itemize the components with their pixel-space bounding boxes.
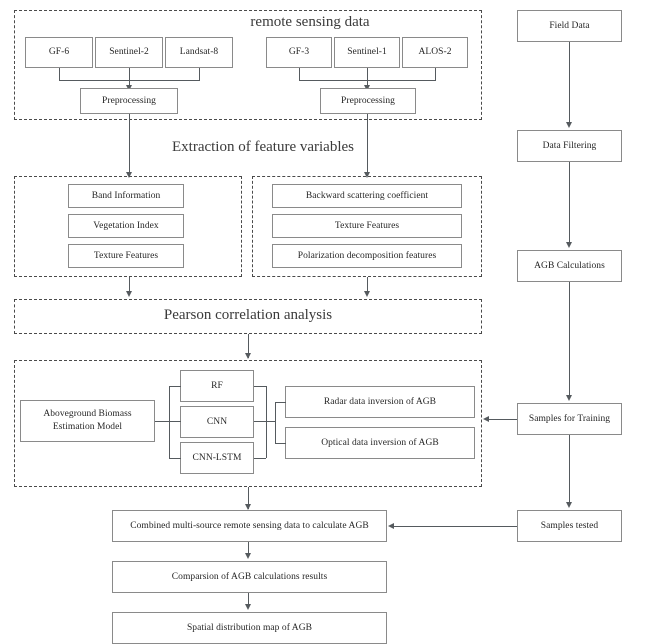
connector-landsat8-down: [199, 68, 200, 80]
field-box-field-data[interactable]: Field Data: [517, 10, 622, 42]
optical-features-group: [14, 176, 242, 277]
result-box-comparison-of-agb[interactable]: Comparsion of AGB calculations results: [112, 561, 387, 593]
connector-samples-training-to-samples-tested: [569, 435, 570, 504]
connector-model-to-bracket: [155, 421, 169, 422]
feature-box-polarization-decomposition-features[interactable]: Polarization decomposition features: [272, 244, 462, 268]
connector-algorithms-out-bracket-vertical: [266, 386, 267, 458]
model-box-optical-data-inversion[interactable]: Optical data inversion of AGB: [285, 427, 475, 459]
remote-sensing-data-title: remote sensing data: [250, 14, 370, 30]
connector-radar-preproc-to-features: [367, 114, 368, 175]
model-box-radar-data-inversion[interactable]: Radar data inversion of AGB: [285, 386, 475, 418]
connector-gf3-down: [299, 68, 300, 80]
connector-bracket-to-cnn: [169, 421, 181, 422]
field-box-samples-tested[interactable]: Samples tested: [517, 510, 622, 542]
connector-combined-to-comparison: [248, 542, 249, 555]
connector-bracket-to-optical-inversion: [275, 443, 286, 444]
source-box-gf3[interactable]: GF-3: [266, 37, 332, 68]
connector-field-data-to-filtering: [569, 42, 570, 124]
connector-alos2-down: [435, 68, 436, 80]
field-box-samples-for-training[interactable]: Samples for Training: [517, 403, 622, 435]
connector-samples-training-to-model: [489, 419, 517, 420]
connector-rf-to-bracket: [254, 386, 266, 387]
connector-inversions-bracket-vertical: [275, 402, 276, 443]
connector-model-to-combined: [248, 487, 249, 509]
model-box-cnn[interactable]: CNN: [180, 406, 254, 438]
model-box-cnn-lstm[interactable]: CNN-LSTM: [180, 442, 254, 474]
arrowhead-pearson-model: [245, 353, 251, 359]
connector-radar-features-to-pearson: [367, 277, 368, 295]
arrowhead-comparison-spatial: [245, 604, 251, 610]
model-box-rf[interactable]: RF: [180, 370, 254, 402]
feature-box-texture-features-radar[interactable]: Texture Features: [272, 214, 462, 238]
arrowhead-optical-pearson: [126, 291, 132, 297]
feature-box-backward-scattering-coefficient[interactable]: Backward scattering coefficient: [272, 184, 462, 208]
field-box-agb-calculations[interactable]: AGB Calculations: [517, 250, 622, 282]
model-box-aboveground-biomass-estimation[interactable]: Aboveground Biomass Estimation Model: [20, 400, 155, 442]
source-box-landsat8[interactable]: Landsat-8: [165, 37, 233, 68]
radar-features-group: [252, 176, 482, 277]
source-box-gf6[interactable]: GF-6: [25, 37, 93, 68]
source-box-alos2[interactable]: ALOS-2: [402, 37, 468, 68]
result-box-combined-multi-source[interactable]: Combined multi-source remote sensing dat…: [112, 510, 387, 542]
source-box-sentinel1[interactable]: Sentinel-1: [334, 37, 400, 68]
feature-extraction-title: Extraction of feature variables: [172, 139, 354, 155]
connector-agb-calculations-to-samples-training: [569, 282, 570, 397]
arrowhead-agb-samples-training: [566, 395, 572, 401]
connector-pearson-to-model: [248, 334, 249, 358]
connector-bracket-mid-to-inversions: [266, 421, 275, 422]
arrowhead-filtering-agb: [566, 242, 572, 248]
arrowhead-tested-combined: [388, 523, 394, 529]
connector-cnn-to-bracket: [254, 421, 266, 422]
arrowhead-field-filtering: [566, 122, 572, 128]
connector-bracket-to-cnn-lstm: [169, 458, 181, 459]
pearson-correlation-title: Pearson correlation analysis: [163, 307, 333, 323]
field-box-data-filtering[interactable]: Data Filtering: [517, 130, 622, 162]
connector-optical-to-preprocessing: [129, 68, 130, 87]
result-box-spatial-distribution-map[interactable]: Spatial distribution map of AGB: [112, 612, 387, 644]
connector-radar-to-preprocessing: [367, 68, 368, 87]
preprocessing-box-radar[interactable]: Preprocessing: [320, 88, 416, 114]
feature-box-vegetation-index[interactable]: Vegetation Index: [68, 214, 184, 238]
connector-cnn-lstm-to-bracket: [254, 458, 266, 459]
arrowhead-radar-pearson: [364, 291, 370, 297]
connector-optical-preproc-to-features: [129, 114, 130, 175]
connector-optical-features-to-pearson: [129, 277, 130, 295]
arrowhead-model-combined: [245, 504, 251, 510]
feature-box-texture-features-optical[interactable]: Texture Features: [68, 244, 184, 268]
connector-bracket-to-radar-inversion: [275, 402, 286, 403]
arrowhead-optical-features: [126, 172, 132, 178]
connector-filtering-to-agb-calculations: [569, 162, 570, 244]
connector-samples-tested-to-combined: [394, 526, 517, 527]
connector-comparison-to-spatial: [248, 593, 249, 606]
connector-gf6-down: [59, 68, 60, 80]
arrowhead-training-tested: [566, 502, 572, 508]
connector-bracket-to-rf: [169, 386, 181, 387]
feature-box-band-information[interactable]: Band Information: [68, 184, 184, 208]
arrowhead-radar-features: [364, 172, 370, 178]
remote-sensing-data-group: [14, 10, 482, 120]
preprocessing-box-optical[interactable]: Preprocessing: [80, 88, 178, 114]
source-box-sentinel2[interactable]: Sentinel-2: [95, 37, 163, 68]
arrowhead-training-model: [483, 416, 489, 422]
pearson-correlation-group: [14, 299, 482, 334]
agb-model-group: [14, 360, 482, 487]
arrowhead-combined-comparison: [245, 553, 251, 559]
connector-algorithms-bracket-vertical: [169, 386, 170, 458]
